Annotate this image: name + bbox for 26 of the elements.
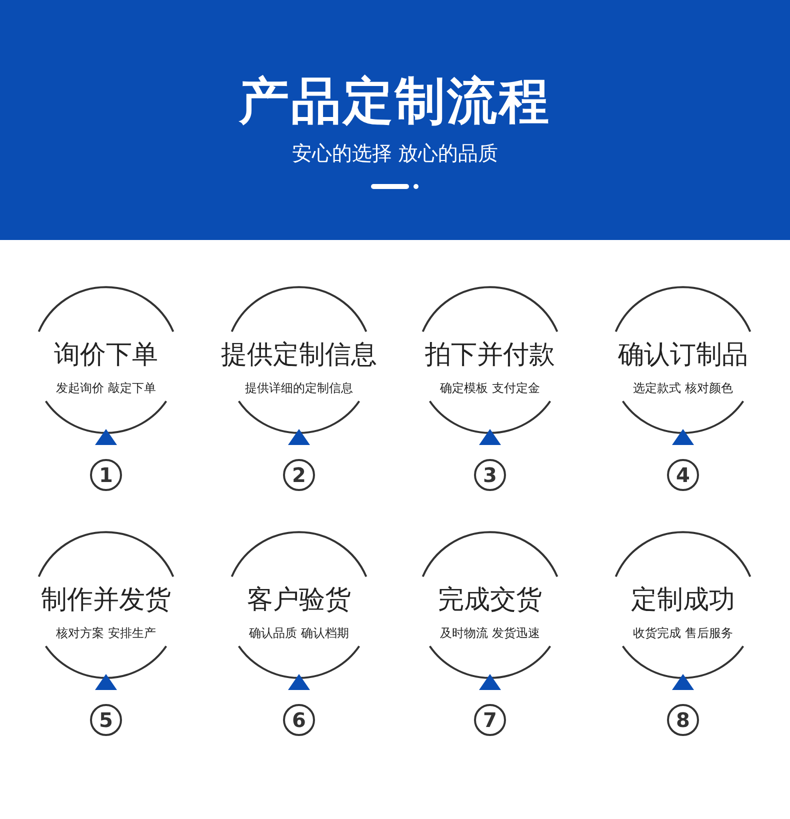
- step-heading: 拍下并付款: [424, 339, 556, 372]
- step-description: 选定款式 核对颜色: [632, 380, 734, 397]
- step-description: 确定模板 支付定金: [439, 380, 541, 397]
- step-number: 8: [667, 704, 699, 736]
- subtitle: 安心的选择 放心的品质: [290, 140, 500, 167]
- step-heading: 提供定制信息: [220, 339, 378, 372]
- step-description: 核对方案 安排生产: [55, 625, 157, 642]
- step-heading: 询价下单: [53, 339, 159, 372]
- step-number: 4: [667, 459, 699, 491]
- step-description: 发起询价 敲定下单: [55, 380, 157, 397]
- step-heading: 完成交货: [437, 584, 543, 617]
- step-heading: 客户验货: [246, 584, 352, 617]
- step-description: 及时物流 发货迅速: [439, 625, 541, 642]
- step-number: 2: [283, 459, 315, 491]
- step-number: 7: [474, 704, 506, 736]
- step-heading: 确认订制品: [617, 339, 749, 372]
- step-description: 确认品质 确认档期: [248, 625, 350, 642]
- step-number: 5: [90, 704, 122, 736]
- step-description: 提供详细的定制信息: [244, 380, 354, 397]
- step-heading: 制作并发货: [40, 584, 172, 617]
- step-number: 1: [90, 459, 122, 491]
- step-number: 3: [474, 459, 506, 491]
- step-number: 6: [283, 704, 315, 736]
- page-title: 产品定制流程: [238, 71, 552, 132]
- step-description: 收货完成 售后服务: [632, 625, 734, 642]
- step-heading: 定制成功: [630, 584, 736, 617]
